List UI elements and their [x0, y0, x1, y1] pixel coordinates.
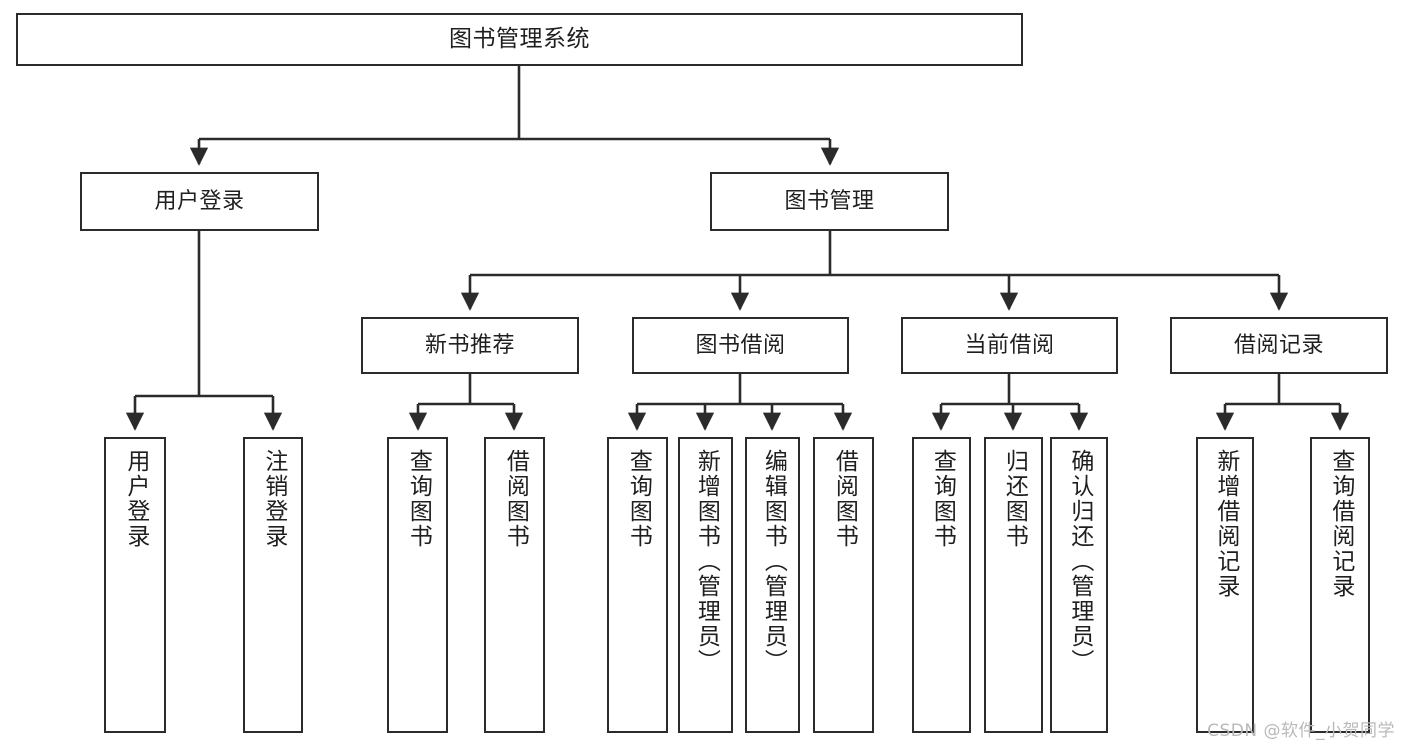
edges-current-borrow-to-leaves: [931, 374, 1089, 431]
node-root[interactable]: 图书管理系统: [16, 13, 1023, 66]
node-leaf-add-record[interactable]: 新增借阅记录: [1196, 437, 1254, 733]
node-leaf-query-book-3[interactable]: 查询图书: [912, 437, 971, 733]
edges-book-manage-to-level3: [460, 231, 1289, 311]
node-borrow-record[interactable]: 借阅记录: [1170, 317, 1388, 374]
watermark-text: CSDN @软件_小贺同学: [1207, 721, 1395, 741]
node-leaf-logout[interactable]: 注销登录: [243, 437, 303, 733]
node-leaf-borrow-book-1-label: 借阅图书: [502, 449, 529, 549]
node-user-login[interactable]: 用户登录: [80, 172, 319, 231]
node-leaf-return-book[interactable]: 归还图书: [984, 437, 1043, 733]
node-new-book-recommend[interactable]: 新书推荐: [361, 317, 579, 374]
node-leaf-query-record-label: 查询借阅记录: [1327, 449, 1354, 599]
edges-root-to-level2: [189, 66, 840, 166]
node-leaf-confirm-return-label: 确认归还（管理员）: [1066, 449, 1093, 674]
node-leaf-edit-book-label: 编辑图书（管理员）: [760, 449, 787, 674]
node-leaf-confirm-return[interactable]: 确认归还（管理员）: [1050, 437, 1108, 733]
node-leaf-return-book-label: 归还图书: [1001, 449, 1028, 549]
node-leaf-add-book[interactable]: 新增图书（管理员）: [678, 437, 733, 733]
node-leaf-query-book-1[interactable]: 查询图书: [387, 437, 448, 733]
node-leaf-add-book-label: 新增图书（管理员）: [693, 449, 720, 674]
node-leaf-logout-label: 注销登录: [260, 449, 287, 549]
node-leaf-borrow-book-2-label: 借阅图书: [831, 449, 858, 549]
edges-book-borrow-to-leaves: [627, 374, 853, 431]
node-leaf-query-record[interactable]: 查询借阅记录: [1310, 437, 1370, 733]
node-leaf-user-login[interactable]: 用户登录: [104, 437, 166, 733]
node-leaf-query-book-2[interactable]: 查询图书: [607, 437, 668, 733]
node-root-label: 图书管理系统: [449, 26, 590, 53]
edges-new-book-recommend-to-leaves: [408, 374, 524, 431]
node-leaf-query-book-3-label: 查询图书: [929, 449, 956, 549]
node-leaf-query-book-1-label: 查询图书: [405, 449, 432, 549]
node-book-manage-label: 图书管理: [784, 188, 875, 214]
node-book-borrow-label: 图书借阅: [695, 332, 786, 358]
node-user-login-label: 用户登录: [154, 188, 245, 214]
node-current-borrow[interactable]: 当前借阅: [901, 317, 1118, 374]
node-book-borrow[interactable]: 图书借阅: [632, 317, 849, 374]
node-borrow-record-label: 借阅记录: [1233, 332, 1324, 358]
node-leaf-borrow-book-2[interactable]: 借阅图书: [813, 437, 874, 733]
node-leaf-add-record-label: 新增借阅记录: [1212, 449, 1239, 599]
node-current-borrow-label: 当前借阅: [964, 332, 1055, 358]
node-book-manage[interactable]: 图书管理: [710, 172, 949, 231]
node-leaf-borrow-book-1[interactable]: 借阅图书: [484, 437, 545, 733]
node-leaf-user-login-label: 用户登录: [122, 449, 149, 549]
node-new-book-recommend-label: 新书推荐: [424, 332, 515, 358]
node-leaf-edit-book[interactable]: 编辑图书（管理员）: [745, 437, 800, 733]
edges-borrow-record-to-leaves: [1215, 374, 1350, 431]
node-leaf-query-book-2-label: 查询图书: [625, 449, 652, 549]
edges-user-login-to-leaves: [125, 231, 283, 431]
